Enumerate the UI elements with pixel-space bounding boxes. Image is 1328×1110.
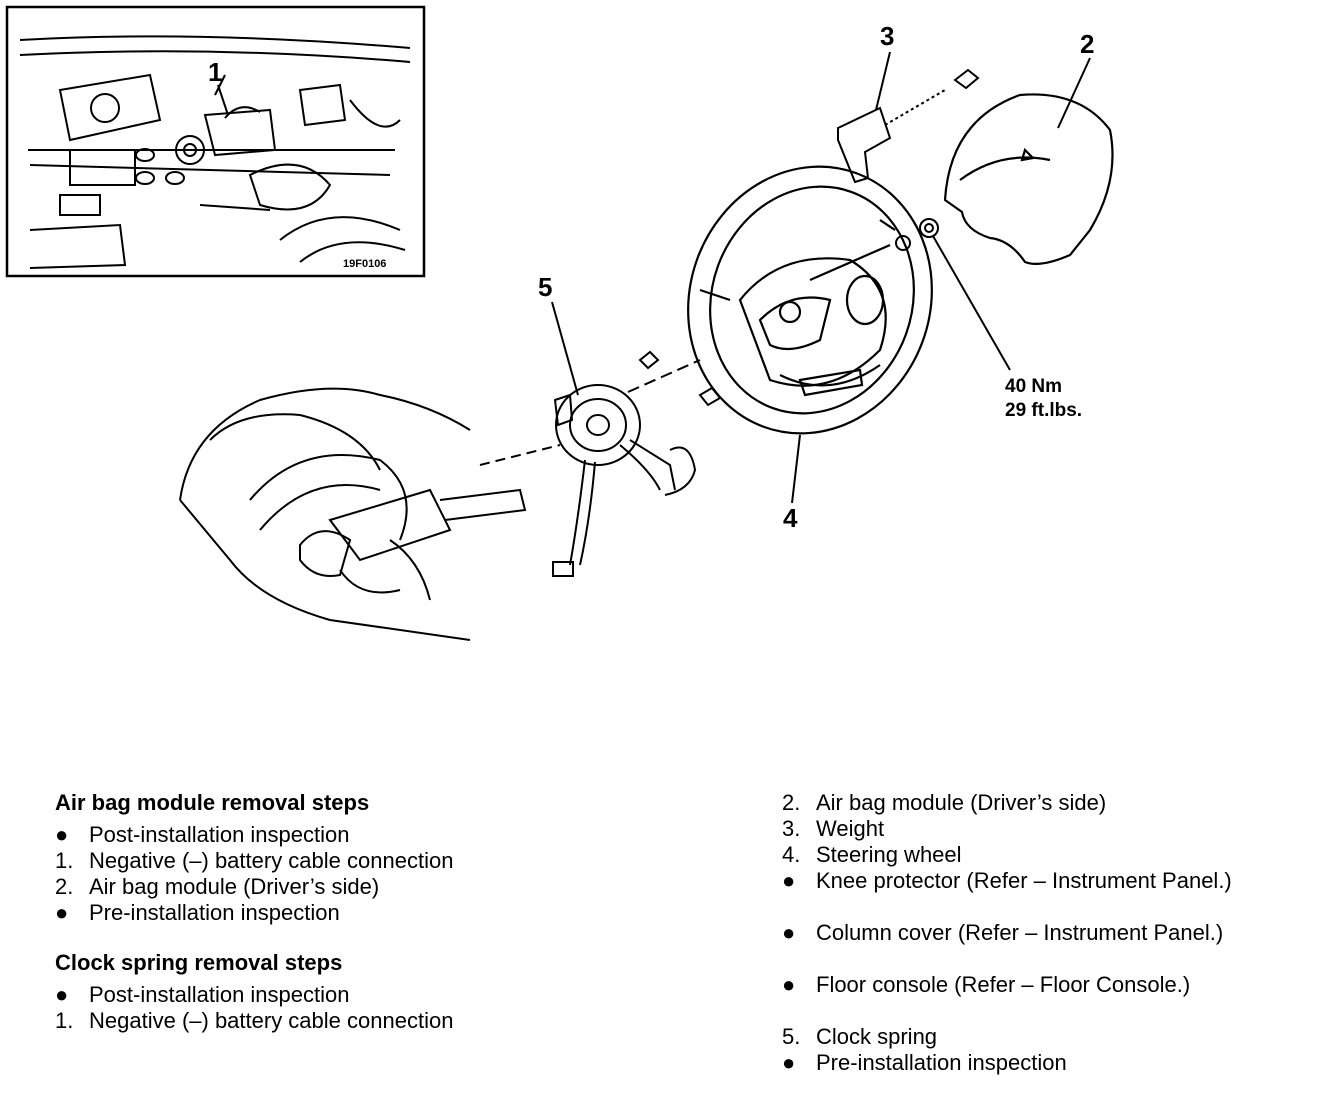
- list-item: 2. Air bag module (Driver’s side): [782, 790, 1107, 815]
- callout-1: 1: [208, 57, 222, 87]
- list-item: 4. Steering wheel: [782, 842, 962, 867]
- list-item: ● Pre-installation inspection: [782, 1050, 1067, 1075]
- dashboard-column: [179, 387, 561, 641]
- inset-code: 19F0106: [343, 258, 386, 270]
- list-item: 2. Air bag module (Driver’s side): [55, 874, 380, 899]
- exploded-view-diagram: 19F0106 1 5: [5, 5, 1114, 641]
- torque-ftlbs: 29 ft.lbs.: [1005, 400, 1082, 421]
- list-item: 5. Clock spring: [782, 1024, 938, 1049]
- list-item: 3. Weight: [782, 816, 885, 841]
- list-item: ● Post-installation inspection: [55, 822, 350, 847]
- left-column: Air bag module removal steps ● Post-inst…: [55, 790, 525, 1034]
- list-item: ● Pre-installation inspection: [55, 900, 340, 925]
- list-item: 1. Negative (–) battery cable connection: [55, 1008, 454, 1033]
- nuts: [895, 218, 939, 251]
- callout-4: 4: [783, 503, 798, 533]
- clock-steps-title: Clock spring removal steps: [55, 950, 343, 975]
- list-item: ● Post-installation inspection: [55, 982, 350, 1007]
- weight: [837, 68, 980, 184]
- callout-3: 3: [880, 21, 894, 51]
- airbag-steps: Air bag module removal steps ● Post-inst…: [55, 790, 525, 926]
- list-item: 1. Negative (–) battery cable connection: [55, 848, 454, 873]
- steering-wheel: [687, 165, 933, 435]
- callout-5: 5: [538, 272, 552, 302]
- torque-nm: 40 Nm: [1005, 376, 1062, 397]
- air-bag-module: [943, 93, 1114, 265]
- list-item: ● Column cover (Refer – Instrument Panel…: [782, 920, 1224, 945]
- clock-steps: Clock spring removal steps ● Post-instal…: [55, 950, 525, 1034]
- callout-2: 2: [1080, 29, 1094, 59]
- inset-engine-bay: [5, 5, 426, 278]
- list-item: ● Floor console (Refer – Floor Console.): [782, 972, 1191, 997]
- clock-spring: [552, 350, 722, 577]
- list-item: ● Knee protector (Refer – Instrument Pan…: [782, 868, 1232, 893]
- right-column: 2. Air bag module (Driver’s side) 3. Wei…: [782, 790, 1322, 1076]
- airbag-steps-title: Air bag module removal steps: [55, 790, 370, 815]
